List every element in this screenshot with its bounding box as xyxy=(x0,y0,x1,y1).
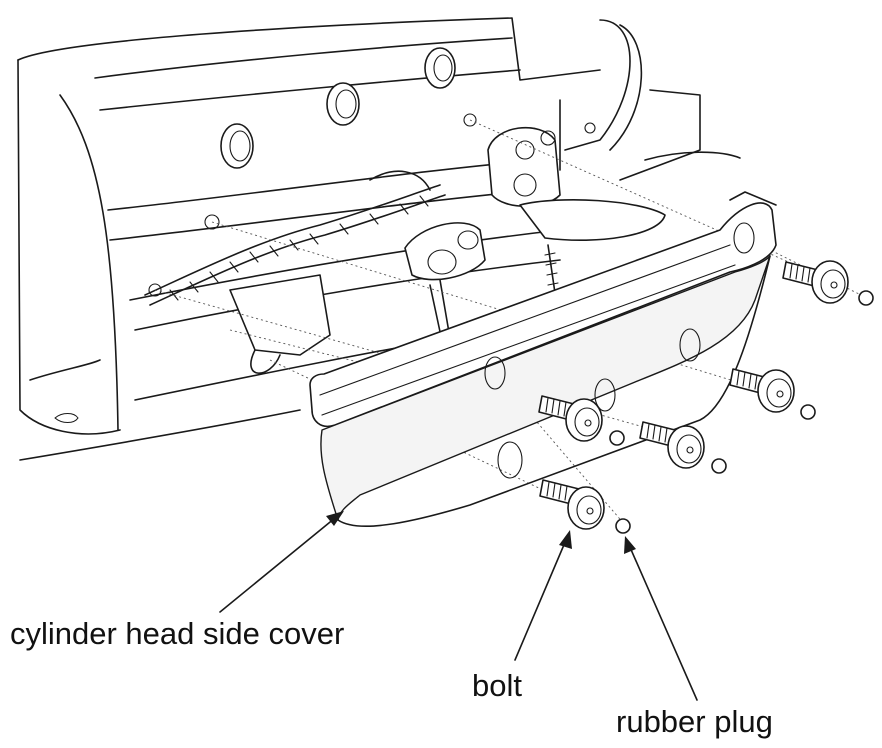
bolts xyxy=(538,260,849,530)
bolt-leader-line xyxy=(514,539,567,661)
bolt-1 xyxy=(782,260,849,304)
bolt-4 xyxy=(639,421,705,469)
cylinder-head-side-cover-label: cylinder head side cover xyxy=(10,616,345,651)
engine-housing xyxy=(17,17,741,461)
rubber-plug-2 xyxy=(800,404,816,420)
bolt-label: bolt xyxy=(472,668,522,703)
rubber-plugs xyxy=(609,290,874,534)
rubber-plug-4 xyxy=(711,458,727,474)
bolt-2 xyxy=(729,368,795,413)
cylinder-head-side-cover xyxy=(309,191,777,527)
plug-arrowhead xyxy=(624,536,636,554)
rubber-plug-3 xyxy=(609,430,625,446)
rubber-plug-1 xyxy=(858,290,874,306)
bolt-arrowhead xyxy=(559,530,572,549)
rubber-plug-label: rubber plug xyxy=(616,704,773,739)
rubber-plug-5 xyxy=(615,518,631,534)
bolt-3 xyxy=(538,395,603,442)
cover-arrowhead xyxy=(326,511,344,526)
cover-leader-line xyxy=(219,517,336,613)
leader-arrows xyxy=(219,511,698,701)
plug-leader-line xyxy=(628,544,698,701)
bolt-5 xyxy=(539,479,605,530)
